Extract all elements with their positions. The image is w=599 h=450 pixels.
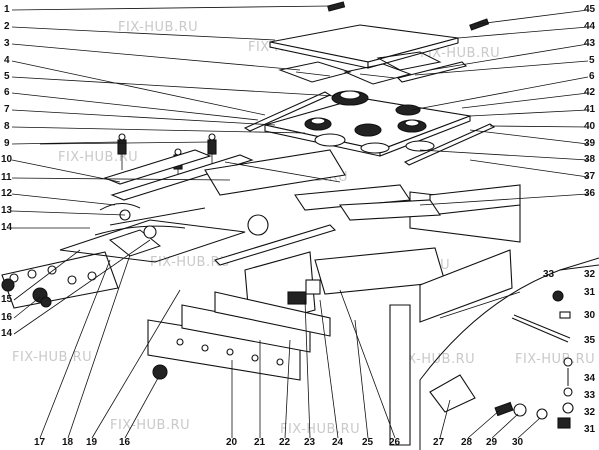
callout-label: 18 [62,437,74,448]
callout-label: 10 [1,154,13,165]
callout-label: 4 [4,55,10,66]
callout-label: 7 [4,104,10,115]
callout-label: 21 [254,437,266,448]
callout-label: 5 [4,71,10,82]
callout-label: 36 [584,188,596,199]
watermark: FIX-HUB.RU [515,352,596,367]
callout-label: 45 [584,4,596,15]
callout-label: 1 [4,4,10,15]
callout-label: 24 [332,437,344,448]
callout-label: 23 [304,437,316,448]
callout-label: 26 [389,437,401,448]
gas-connection-inset [419,257,599,450]
callout-label: 41 [584,104,596,115]
callout-label: 8 [4,121,10,132]
callout-label: 37 [584,171,596,182]
callout-label: 2 [4,21,10,32]
callout-label: 32 [584,269,596,280]
watermark: FIX-HUB.RU [420,46,501,61]
callout-label: 31 [584,424,596,435]
callout-label: 16 [1,312,13,323]
callout-label: 38 [584,154,596,165]
pan-support [278,51,442,85]
callout-label: 39 [584,138,596,149]
callout-label: 11 [1,172,12,183]
cabinet-frame [213,184,521,446]
callout-label: 34 [584,373,596,384]
callout-label: 13 [1,205,13,216]
callout-label: 25 [362,437,374,448]
callout-label: 33 [543,269,555,280]
callout-label: 44 [584,21,596,32]
callout-label: 20 [226,437,238,448]
front-fascia [147,279,331,381]
callout-label: 33 [584,390,596,401]
callout-label: 43 [584,38,596,49]
watermark: FIX-HUB.RU [12,350,93,365]
manifold-bracket [103,149,346,201]
watermark: FIX-HUB.RU [150,255,231,270]
callout-label: 22 [279,437,291,448]
callout-label: 28 [461,437,473,448]
callout-label: 35 [584,335,596,346]
callout-label: 15 [1,294,13,305]
callout-label: 29 [486,437,498,448]
side-rail [243,91,332,132]
callout-label: 14 [1,328,13,339]
side-rail [403,123,496,166]
callout-label: 42 [584,87,596,98]
callout-label: 32 [584,407,596,418]
watermark: FIX-HUB.RU [395,352,476,367]
oven-burner [59,203,269,263]
leader-lines [11,5,589,439]
watermark: FIX-HUB.RU [280,422,361,437]
callout-label: 12 [1,188,13,199]
callout-label: 17 [34,437,46,448]
control-panel [1,251,119,309]
callout-label: 5 [589,55,595,66]
callout-label: 6 [589,71,595,82]
top-cover [269,24,459,69]
hob-top [264,90,473,157]
hinge-part [327,1,490,31]
callout-label: 27 [433,437,445,448]
watermark: FIX-HUB.RU [118,20,199,35]
callout-label: 16 [119,437,131,448]
callout-label: 6 [4,87,10,98]
callout-label: 40 [584,121,596,132]
callout-label: 3 [4,38,10,49]
callout-label: 19 [86,437,98,448]
callout-label: 14 [1,222,13,233]
callout-label: 30 [512,437,524,448]
callout-label: 30 [584,310,596,321]
manifold-pipe [94,207,206,236]
callout-label: 31 [584,287,596,298]
callout-label: 9 [4,138,10,149]
